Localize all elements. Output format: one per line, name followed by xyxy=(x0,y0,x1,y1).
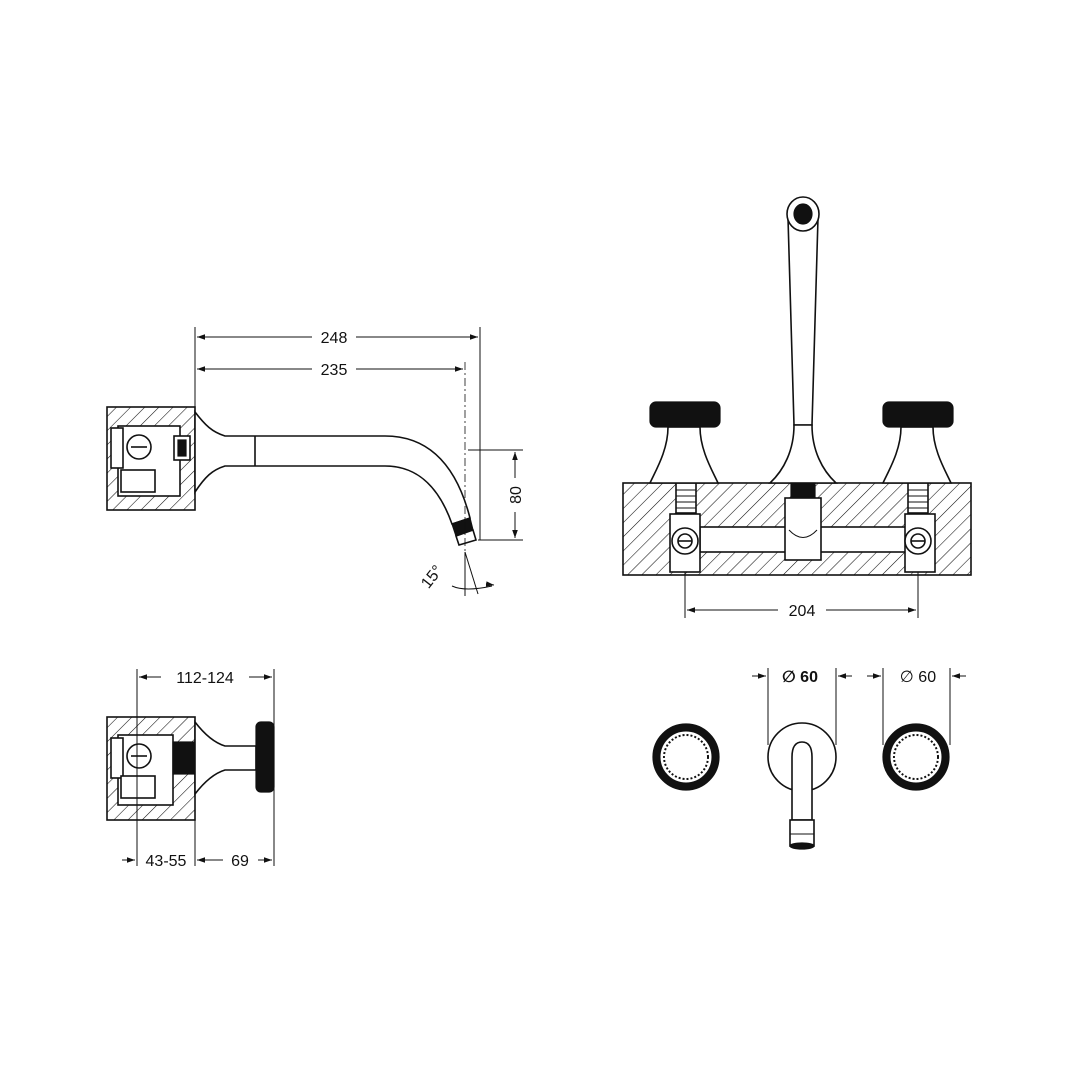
dim-235-label: 235 xyxy=(321,362,348,379)
spout-front xyxy=(767,196,839,498)
dimension-escutcheon-diameter: ∅ 60 xyxy=(752,668,852,745)
spout-side-view: 248 235 80 15° xyxy=(106,327,525,596)
handle-body-side xyxy=(194,719,275,797)
dimension-overall-length: 248 xyxy=(194,327,481,540)
dimension-depth-range: 112-124 xyxy=(136,669,275,866)
dimension-handle-spacing: 204 xyxy=(684,572,919,620)
dim-248-label: 248 xyxy=(321,330,348,347)
right-handle-plan xyxy=(882,723,950,791)
escutcheon-plan xyxy=(767,722,837,850)
dimension-handle-diameter: ∅ 60 xyxy=(867,668,966,745)
dim-204-label: 204 xyxy=(789,603,816,620)
left-valve-body xyxy=(671,482,699,555)
dimension-angle: 15° xyxy=(418,551,495,596)
dimension-spout-length: 235 xyxy=(197,362,463,379)
right-handle-front xyxy=(881,401,954,484)
left-handle-front xyxy=(648,401,721,484)
dim-diameter-60-handle-label: ∅ 60 xyxy=(900,669,936,686)
spout-body xyxy=(194,409,477,546)
dim-80-label: 80 xyxy=(508,486,525,504)
wall-section xyxy=(106,406,196,511)
right-valve-body xyxy=(904,482,932,555)
dim-112-124-label: 112-124 xyxy=(176,670,234,687)
dim-15deg-label: 15° xyxy=(418,562,446,592)
dimension-height: 80 xyxy=(468,449,525,541)
dim-69-label: 69 xyxy=(231,853,249,870)
dim-diameter-60-escutcheon-label: ∅ 60 xyxy=(782,669,818,686)
plan-view: ∅ 60 ∅ 60 xyxy=(652,668,966,850)
dimension-wall-and-projection: 43-55 69 xyxy=(122,800,272,870)
dim-43-55-label: 43-55 xyxy=(146,853,187,870)
handle-side-view: 112-124 43-55 69 xyxy=(106,669,275,870)
handle-wall-section xyxy=(106,716,196,821)
left-handle-plan xyxy=(652,723,720,791)
front-elevation-view: 204 xyxy=(622,196,972,620)
